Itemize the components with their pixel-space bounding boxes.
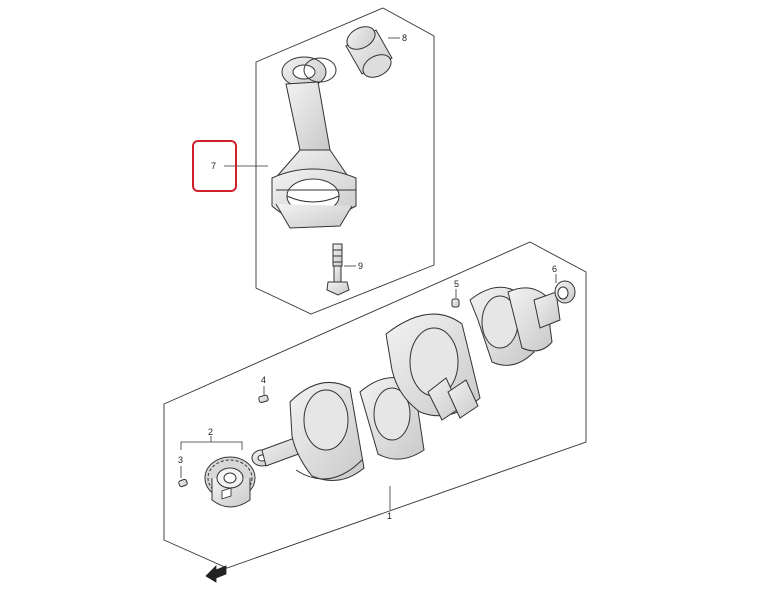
callout-7[interactable]: 7 [211,161,216,171]
callout-4: 4 [261,375,266,385]
pin-part-5[interactable] [451,298,460,308]
key-part-3[interactable] [178,478,188,488]
crankshaft-part-1[interactable] [251,286,561,481]
highlighted-part-box [192,140,237,192]
bolt-part-9[interactable] [326,243,350,296]
callout-9: 9 [358,261,363,271]
callout-8: 8 [402,33,407,43]
pin-part-4[interactable] [258,394,269,403]
crankshaft-assembly-frame [163,241,587,569]
callout-1: 1 [387,511,392,521]
bearing-part-6[interactable] [554,280,576,304]
rod-assembly-frame [255,7,435,315]
callout-2: 2 [208,427,213,437]
leader-bracket-2 [180,436,243,450]
callout-3: 3 [178,455,183,465]
timing-gear-part-2[interactable] [204,456,256,508]
callout-5: 5 [454,279,459,289]
callout-6: 6 [552,264,557,274]
front-direction-icon [205,487,232,583]
bush-part-8[interactable] [343,22,395,82]
connecting-rod[interactable] [271,56,357,229]
